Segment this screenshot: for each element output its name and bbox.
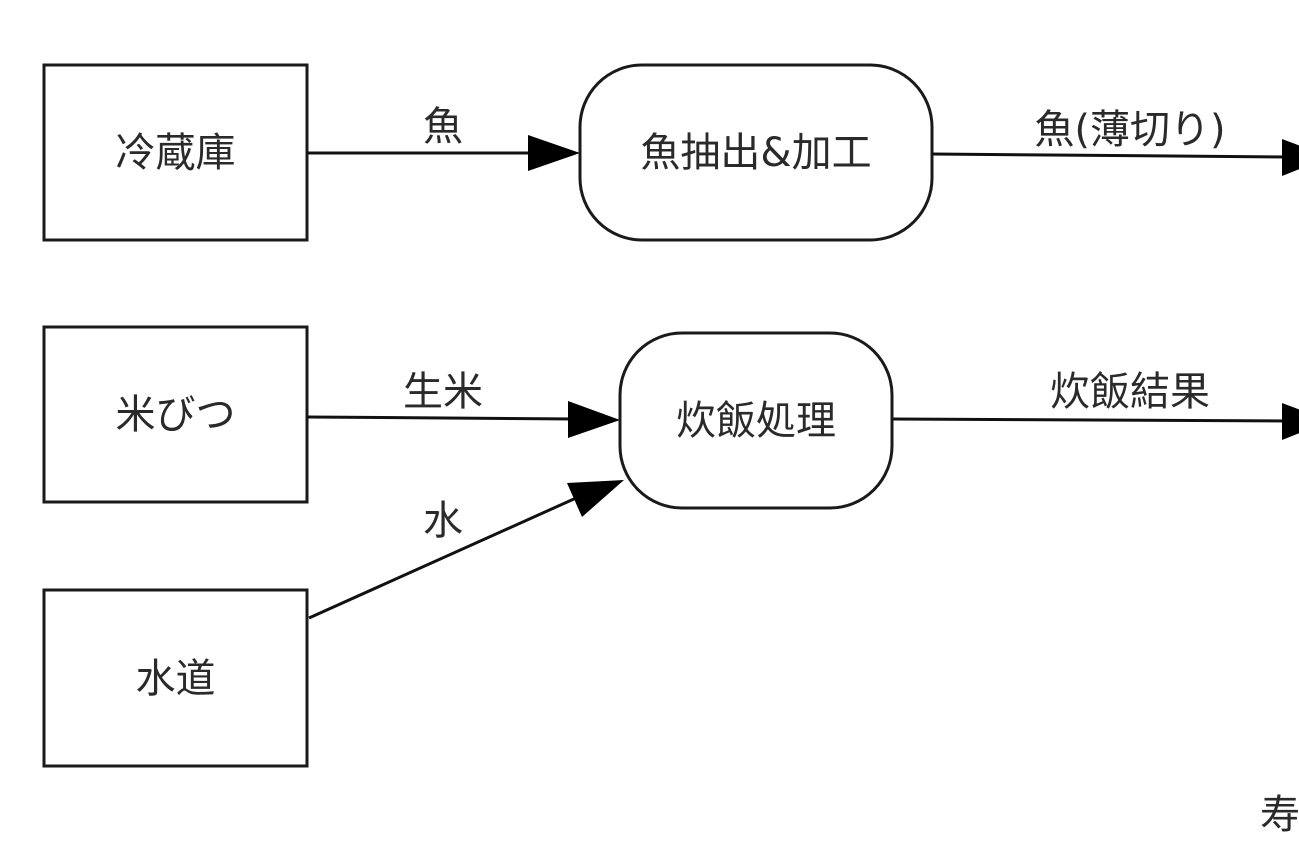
process-label: 魚抽出&加工 <box>640 130 871 176</box>
edge-label: 炊飯結果 <box>1050 369 1210 415</box>
edge-line <box>931 152 1291 159</box>
edge-sakana-kakou-out: 魚(薄切り) <box>931 107 1299 176</box>
node-label: 水道 <box>136 656 216 702</box>
node-box <box>42 63 309 242</box>
process-label: 炊飯処理 <box>676 398 836 444</box>
node-suidou[interactable]: 水道 <box>42 588 309 768</box>
node-box <box>42 588 309 768</box>
edge-line <box>306 415 576 421</box>
node-komebitsu[interactable]: 米びつ <box>42 325 309 504</box>
edge-label: 魚(薄切り) <box>1034 107 1225 153</box>
node-suihan[interactable]: 炊飯処理 <box>618 331 894 510</box>
edge-reizouko-to-sakana-kakou: 魚 <box>307 104 580 171</box>
edge-suidou-to-suihan: 水 <box>308 480 624 620</box>
arrowhead-icon <box>567 480 624 517</box>
arrowhead-icon <box>1282 139 1299 176</box>
edge-label: 水 <box>423 498 463 544</box>
edge-line <box>308 492 586 620</box>
process-box <box>578 63 934 242</box>
node-label: 冷蔵庫 <box>116 130 236 176</box>
node-sakana-kakou[interactable]: 魚抽出&加工 <box>578 63 934 242</box>
edge-line <box>891 417 1291 423</box>
partial-node-label: 寿 <box>1260 792 1299 838</box>
arrowhead-icon <box>528 135 580 171</box>
edge-komebitsu-to-suihan: 生米 <box>306 369 620 438</box>
edge-label: 生米 <box>403 369 483 415</box>
node-reizouko[interactable]: 冷蔵庫 <box>42 63 309 242</box>
edge-suihan-out: 炊飯結果 <box>891 369 1299 440</box>
arrowhead-icon <box>568 401 620 438</box>
edge-label: 魚 <box>423 104 463 150</box>
node-box <box>42 325 309 504</box>
node-label: 米びつ <box>116 392 236 438</box>
arrowhead-icon <box>1282 403 1299 440</box>
